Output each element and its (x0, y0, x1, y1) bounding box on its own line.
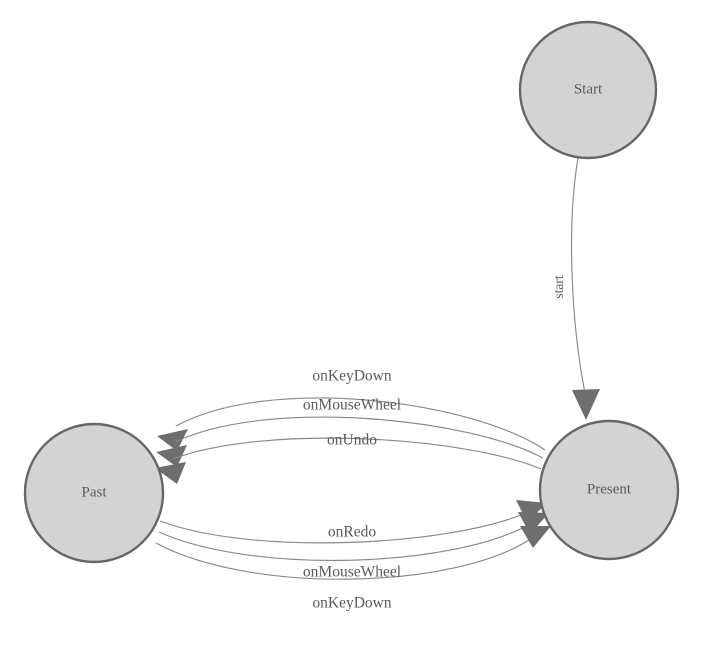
edges-layer (155, 157, 600, 580)
arrowhead-past-present-onkeydown (520, 526, 551, 548)
edge-path-past-present-onredo (159, 511, 529, 544)
node-start-label: Start (574, 81, 603, 97)
edge-present-to-past-onundo[interactable] (155, 437, 542, 484)
arrowhead-present-past-onkeydown (157, 429, 188, 451)
arrowhead-past-present-onredo (516, 500, 547, 522)
node-past-circle[interactable] (23, 422, 165, 564)
node-past[interactable]: Past (23, 422, 165, 564)
edge-label-past-present-onredo: onRedo (328, 524, 376, 541)
edge-past-to-present-onmousewheel[interactable] (158, 512, 549, 562)
edge-present-to-past-onmousewheel[interactable] (156, 416, 544, 467)
edge-path-present-past-onundo (172, 437, 542, 470)
node-present[interactable]: Present (538, 419, 680, 561)
arrowhead-past-present-onmousewheel (518, 512, 549, 534)
node-past-label: Past (81, 484, 107, 500)
arrowhead-present-past-onundo (155, 462, 186, 484)
edge-label-start: start (551, 275, 566, 298)
edge-label-past-present-onkeydown: onKeyDown (312, 595, 391, 612)
edge-label-present-past-onkeydown: onKeyDown (312, 368, 391, 385)
edge-label-present-past-onmousewheel: onMouseWheel (303, 397, 401, 414)
edge-label-present-past-onundo: onUndo (327, 432, 377, 449)
edge-past-to-present-onkeydown[interactable] (155, 526, 551, 580)
edge-path-present-past-onkeydown (175, 397, 546, 451)
edge-label-past-present-onmousewheel: onMouseWheel (303, 564, 401, 581)
edge-past-to-present-onredo[interactable] (159, 500, 547, 544)
edge-start-to-present[interactable] (570, 157, 600, 420)
node-start-circle[interactable] (518, 20, 658, 160)
node-present-label: Present (587, 481, 632, 497)
edge-present-to-past-onkeydown[interactable] (157, 397, 546, 451)
nodes-layer: Start Past Present (23, 20, 680, 564)
edge-path-start-present (570, 157, 587, 399)
node-present-circle[interactable] (538, 419, 680, 561)
arrowhead-start-present (572, 389, 600, 420)
edge-path-present-past-onmousewheel (174, 416, 544, 459)
edge-labels-layer: start onKeyDown onMouseWheel onUndo onRe… (303, 275, 566, 611)
node-start[interactable]: Start (518, 20, 658, 160)
edge-path-past-present-onmousewheel (158, 523, 531, 562)
arrowhead-present-past-onmousewheel (156, 445, 187, 467)
edge-path-past-present-onkeydown (155, 537, 533, 580)
